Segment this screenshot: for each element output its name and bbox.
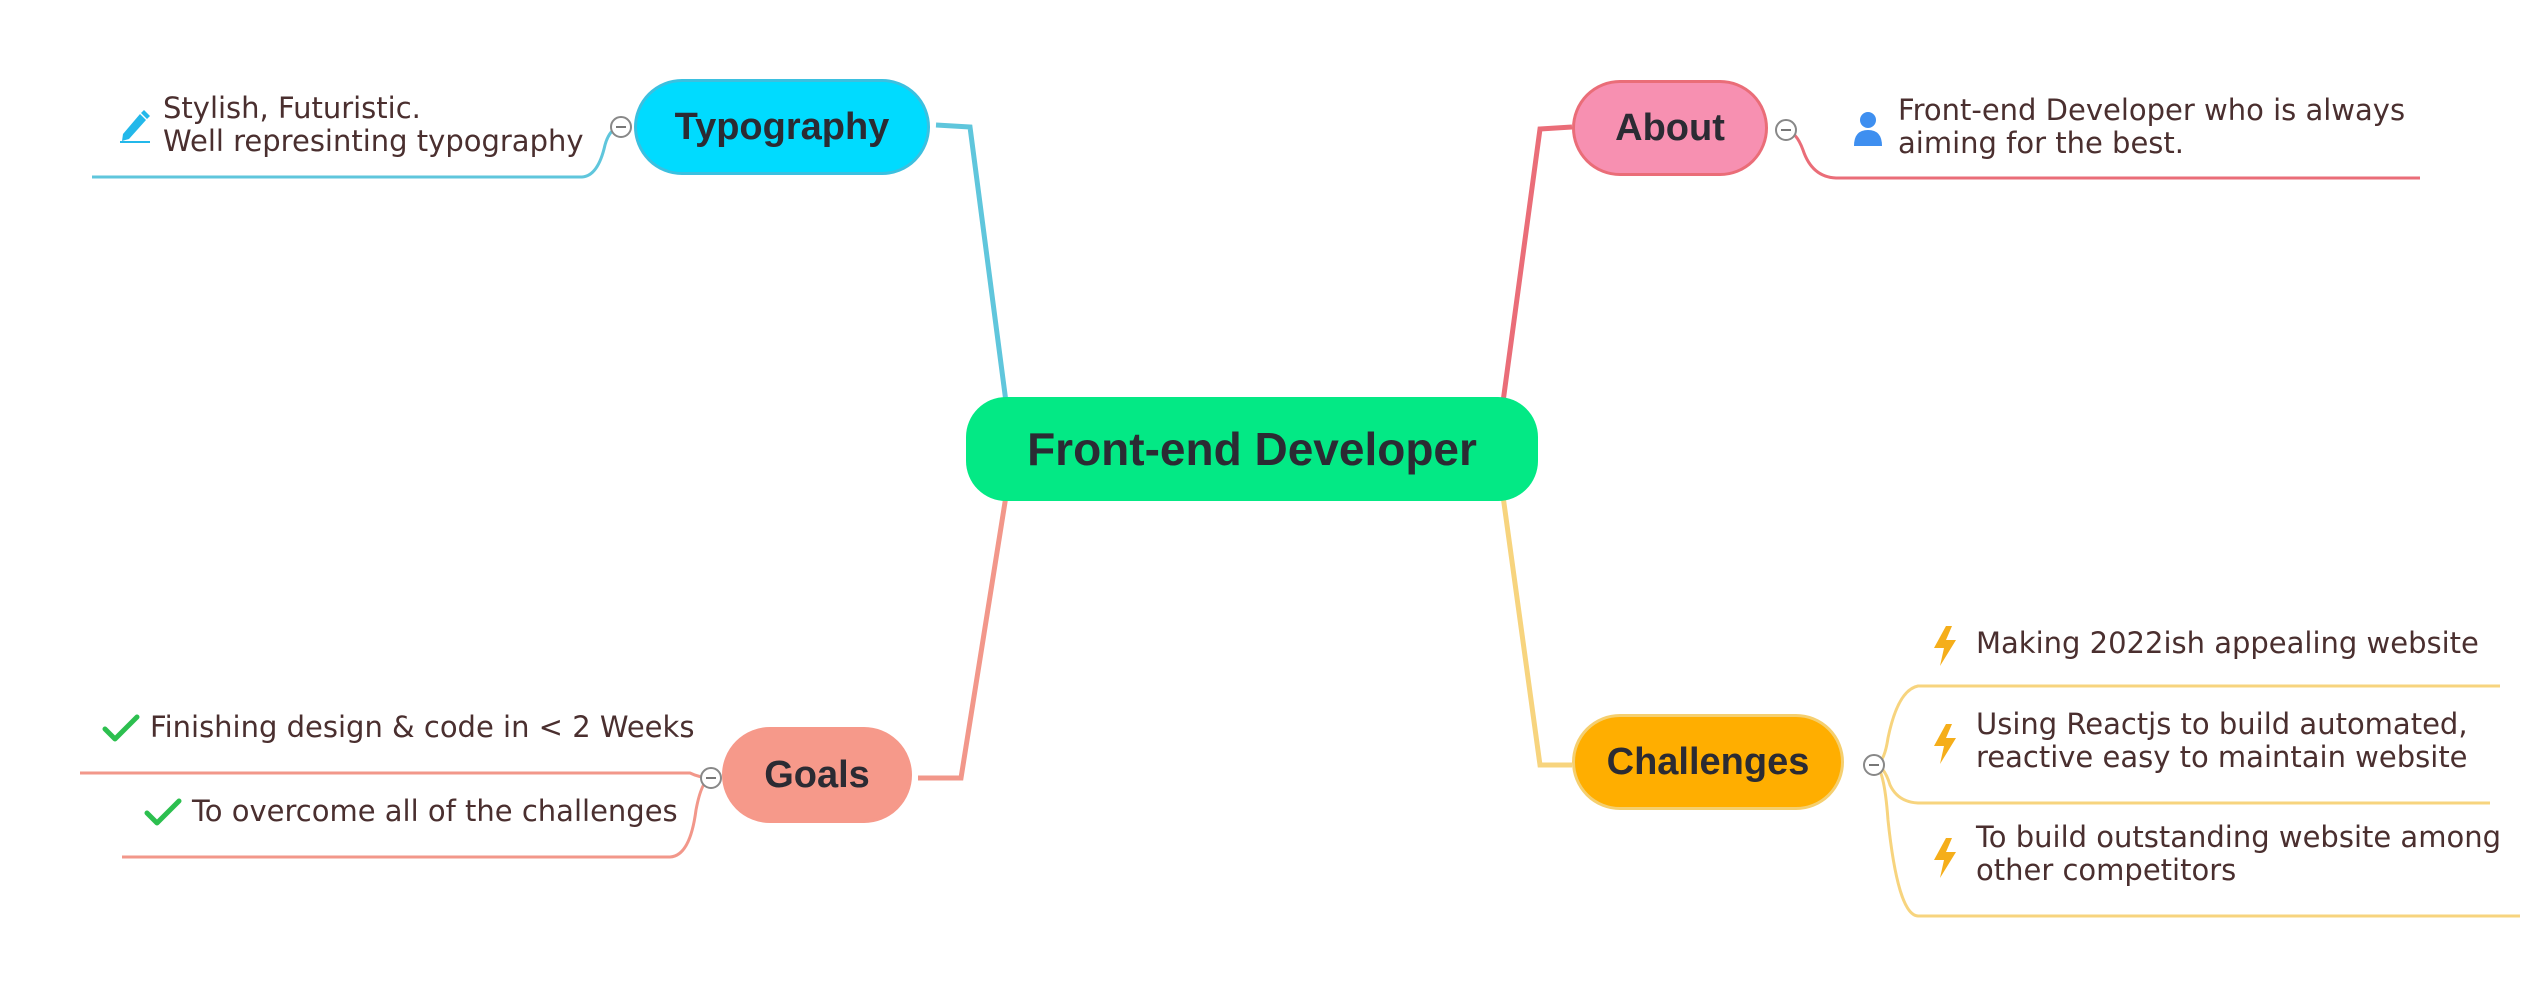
connector-typography xyxy=(935,122,1009,403)
subtopic-line: Front-end Developer who is always xyxy=(1898,93,2406,127)
subtopic-goals-2[interactable]: To overcome all of the challenges xyxy=(192,795,678,828)
subtopic-about-1[interactable]: Front-end Developer who is always aiming… xyxy=(1898,94,2405,160)
central-topic-label: Front-end Developer xyxy=(1027,423,1477,475)
subtopic-line: reactive easy to maintain website xyxy=(1976,740,2468,774)
topic-goals[interactable]: Goals xyxy=(722,727,912,823)
connector-about xyxy=(1500,124,1573,403)
collapse-goals-button[interactable] xyxy=(700,767,722,789)
checkmark-icon xyxy=(102,714,140,742)
subtopic-line: Using Reactjs to build automated, xyxy=(1976,707,2468,741)
subtopic-line: To overcome all of the challenges xyxy=(192,794,678,828)
subtopic-line: Finishing design & code in < 2 Weeks xyxy=(150,710,695,744)
subtopic-line: Stylish, Futuristic. xyxy=(163,91,421,125)
topic-typography-label: Typography xyxy=(674,105,890,148)
topic-about[interactable]: About xyxy=(1572,80,1768,176)
connector-challenges xyxy=(1500,495,1572,768)
person-icon xyxy=(1854,112,1882,146)
lightning-icon xyxy=(1934,626,1956,666)
subtopic-line: aiming for the best. xyxy=(1898,126,2184,160)
subtopic-goals-1[interactable]: Finishing design & code in < 2 Weeks xyxy=(150,711,694,744)
subtopic-line: To build outstanding website among xyxy=(1976,820,2501,854)
subtopic-line: Making 2022ish appealing website xyxy=(1976,626,2479,660)
topic-goals-label: Goals xyxy=(764,753,870,796)
connector-goals-sub-1 xyxy=(80,771,713,780)
topic-typography[interactable]: Typography xyxy=(634,79,930,175)
subtopic-line: Well represinting typography xyxy=(163,124,584,158)
collapse-about-button[interactable] xyxy=(1775,119,1797,141)
topic-about-label: About xyxy=(1615,106,1725,149)
lightning-icon xyxy=(1934,724,1956,764)
collapse-challenges-button[interactable] xyxy=(1863,754,1885,776)
topic-challenges[interactable]: Challenges xyxy=(1572,714,1844,810)
subtopic-challenges-1[interactable]: Making 2022ish appealing website xyxy=(1976,627,2479,660)
collapse-typography-button[interactable] xyxy=(610,116,632,138)
subtopic-typography-1[interactable]: Stylish, Futuristic. Well represinting t… xyxy=(163,92,584,158)
subtopic-line: other competitors xyxy=(1976,853,2237,887)
pencil-icon xyxy=(120,110,150,143)
checkmark-icon xyxy=(144,798,182,826)
central-topic[interactable]: Front-end Developer xyxy=(966,397,1538,501)
connector-goals xyxy=(918,495,1009,781)
subtopic-challenges-2[interactable]: Using Reactjs to build automated, reacti… xyxy=(1976,708,2468,774)
lightning-icon xyxy=(1934,838,1956,878)
topic-challenges-label: Challenges xyxy=(1606,740,1810,783)
subtopic-challenges-3[interactable]: To build outstanding website among other… xyxy=(1976,821,2501,887)
